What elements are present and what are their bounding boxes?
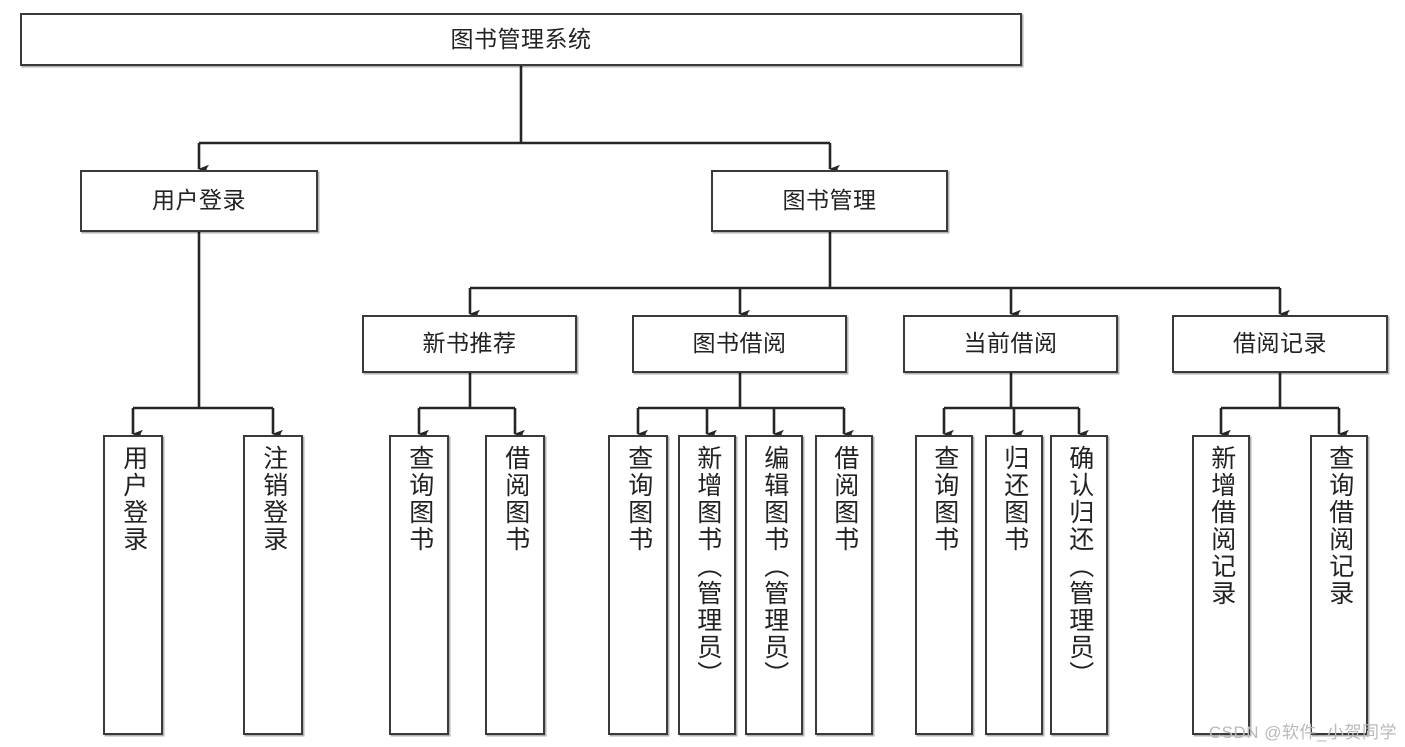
node-leaf-add-book-admin[interactable]: 新增图书（管理员）	[678, 435, 736, 735]
node-leaf-logout[interactable]: 注销登录	[243, 435, 303, 735]
node-label: 图书管理	[782, 187, 877, 214]
node-label: 当前借阅	[963, 330, 1058, 357]
node-label: 归还图书	[1000, 445, 1029, 553]
node-leaf-return-book[interactable]: 归还图书	[985, 435, 1043, 735]
node-label: 用户登录	[119, 445, 148, 553]
node-root-system[interactable]: 图书管理系统	[20, 13, 1022, 66]
node-new-book-recommendation[interactable]: 新书推荐	[362, 315, 577, 373]
node-leaf-edit-book-admin[interactable]: 编辑图书（管理员）	[745, 435, 803, 735]
node-label: 查询图书	[930, 445, 959, 553]
node-label: 新书推荐	[422, 330, 517, 357]
node-leaf-borrow-book[interactable]: 借阅图书	[815, 435, 873, 735]
node-label: 查询借阅记录	[1325, 445, 1354, 607]
node-label: 用户登录	[152, 187, 246, 214]
node-label: 注销登录	[259, 445, 288, 553]
node-user-login[interactable]: 用户登录	[80, 170, 318, 232]
node-leaf-borrow-book-recommend[interactable]: 借阅图书	[485, 435, 545, 735]
node-label: 新增借阅记录	[1207, 445, 1236, 607]
csdn-watermark: CSDN @软件_小贺同学	[1208, 723, 1397, 742]
node-leaf-confirm-return-admin[interactable]: 确认归还（管理员）	[1050, 435, 1108, 735]
node-label: 借阅图书	[501, 445, 530, 553]
node-label: 查询图书	[624, 445, 653, 553]
node-label: 借阅记录	[1233, 330, 1327, 357]
node-book-borrow[interactable]: 图书借阅	[632, 315, 847, 373]
node-label: 确认归还（管理员）	[1065, 445, 1094, 688]
node-label: 借阅图书	[830, 445, 859, 553]
node-label: 编辑图书（管理员）	[760, 445, 789, 688]
node-leaf-query-book-recommend[interactable]: 查询图书	[389, 435, 449, 735]
node-label: 查询图书	[405, 445, 434, 553]
node-label: 图书借阅	[692, 330, 787, 357]
node-current-borrow[interactable]: 当前借阅	[903, 315, 1118, 373]
node-leaf-query-book-current[interactable]: 查询图书	[915, 435, 973, 735]
node-label: 新增图书（管理员）	[693, 445, 722, 688]
node-leaf-query-book-borrow[interactable]: 查询图书	[608, 435, 668, 735]
node-book-manage[interactable]: 图书管理	[711, 170, 948, 232]
node-leaf-user-login[interactable]: 用户登录	[103, 435, 163, 735]
node-leaf-query-borrow-record[interactable]: 查询借阅记录	[1310, 435, 1368, 735]
node-borrow-records[interactable]: 借阅记录	[1172, 315, 1388, 373]
node-label: 图书管理系统	[450, 25, 592, 52]
node-leaf-add-borrow-record[interactable]: 新增借阅记录	[1192, 435, 1250, 735]
